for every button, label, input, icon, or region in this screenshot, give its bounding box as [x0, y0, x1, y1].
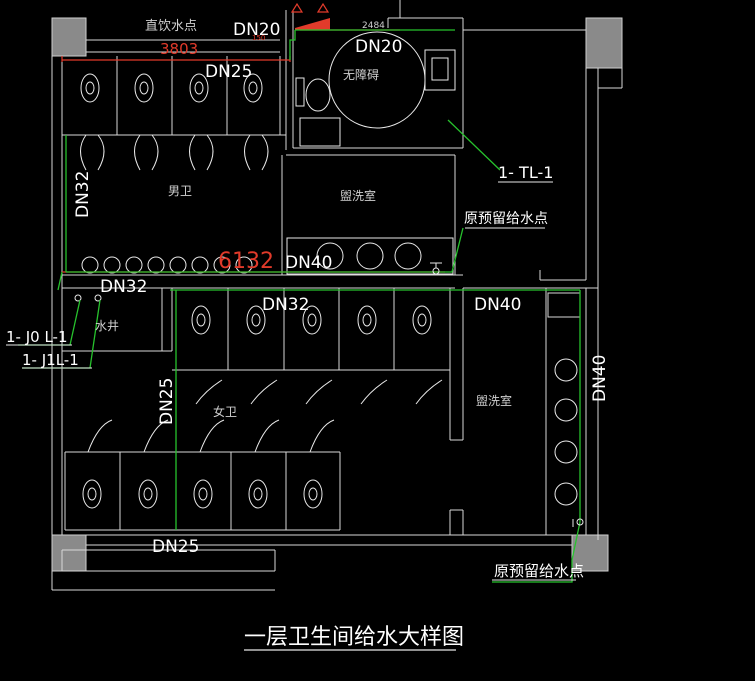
right-washroom-basins [554, 358, 578, 506]
label-dn32-vertical: DN32 [73, 171, 93, 218]
label-washroom-right: 盥洗室 [476, 393, 512, 408]
column-top-right [585, 17, 623, 69]
dimension-6132: 6132 [218, 249, 274, 274]
labels: 直饮水点 DN20 3803 150 2484 DN20 DN25 无障碍 1-… [6, 19, 610, 650]
mens-squat-pans [80, 73, 263, 103]
accessible-fixtures [295, 31, 456, 147]
callout-reserved-point-bottom: 原预留给水点 [494, 562, 584, 580]
structural-columns [51, 17, 623, 572]
reserved-point-marker-bottom [576, 518, 584, 526]
label-dn25-top: DN25 [205, 62, 252, 82]
label-riser-j0l1: 1- J0 L-1 [6, 328, 68, 346]
mens-stall-doors [80, 134, 269, 171]
label-dn40-mid: DN40 [285, 253, 332, 273]
reserved-point-marker-top [432, 267, 440, 275]
label-dn32-a: DN32 [100, 277, 147, 297]
label-mens-room: 男卫 [168, 184, 192, 198]
label-dn20-b: DN20 [355, 37, 402, 57]
label-drinking-water-point: 直饮水点 [145, 19, 197, 34]
womens-stall-doors [87, 379, 443, 453]
label-dn40-vertical: DN40 [590, 355, 610, 402]
label-dn32-b: DN32 [262, 295, 309, 315]
top-washroom-basins [286, 237, 454, 275]
label-dn25-vertical: DN25 [157, 378, 177, 425]
callout-lines [6, 181, 576, 651]
dimension-3803: 3803 [160, 40, 198, 58]
callout-reserved-point-top: 原预留给水点 [464, 211, 548, 227]
womens-upper-squat-pans [191, 305, 432, 335]
label-washroom-top: 盥洗室 [340, 188, 376, 203]
womens-lower-squat-pans [82, 479, 323, 509]
dimension-150: 150 [252, 34, 265, 42]
column-bottom-right [571, 534, 609, 572]
label-riser-j1l1: 1- J1L-1 [22, 351, 79, 369]
column-bottom-left [51, 534, 87, 572]
dimension-arrowhead [295, 18, 330, 30]
water-supply-pipes [18, 29, 584, 583]
fixtures [74, 31, 578, 509]
riser-j0l1 [74, 294, 82, 302]
label-womens-room: 女卫 [213, 404, 237, 419]
column-top-left [51, 17, 87, 57]
mens-urinal-row [81, 256, 253, 274]
label-dn40-right: DN40 [474, 295, 521, 315]
label-dn20-a: DN20 [233, 20, 280, 40]
label-dn25-bottom: DN25 [152, 537, 199, 557]
label-accessible-room: 无障碍 [343, 67, 379, 82]
drawing-title: 一层卫生间给水大样图 [244, 625, 464, 650]
label-water-well: 水井 [95, 319, 119, 333]
riser-j1l1 [94, 294, 102, 302]
dimension-2484: 2484 [362, 21, 385, 31]
walls [51, 0, 623, 591]
label-riser-tl1: 1- TL-1 [498, 163, 553, 182]
